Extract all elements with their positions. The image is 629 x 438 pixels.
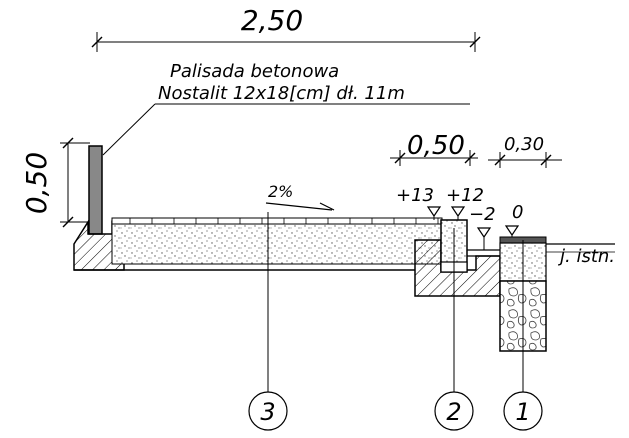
- palisade-post: [88, 145, 103, 235]
- marker-3-label: 3: [260, 398, 275, 426]
- level-triangle-4: [504, 225, 520, 237]
- marker-3: 3: [248, 391, 288, 431]
- palisade-annotation: Palisada betonowa Nostalit 12x18[cm] dł.…: [102, 61, 470, 156]
- dimension-edge-width: 0,30: [488, 134, 562, 168]
- marker-1-label: 1: [515, 398, 530, 426]
- paving-layer: [111, 217, 443, 225]
- level-triangle-3: [476, 227, 492, 239]
- base-layer: [111, 223, 443, 265]
- level-triangle-2: [450, 206, 466, 218]
- dimension-total-width-label: 2,50: [241, 4, 303, 37]
- marker-2-label: 2: [446, 398, 461, 426]
- level-triangle-1: [426, 206, 442, 218]
- dimension-curb-height: 0,50: [20, 137, 90, 228]
- dimension-curb-height-label: 0,50: [20, 152, 53, 214]
- pavement-structure: [74, 217, 443, 271]
- dimension-total-width: 2,50: [91, 4, 481, 52]
- paving-joints: [129, 218, 439, 224]
- level-label-zero: 0: [512, 202, 523, 223]
- level-markers: +13 +12 −2 0: [396, 185, 523, 250]
- dimension-gutter-width-label: 0,50: [407, 131, 465, 161]
- marker-2: 2: [434, 391, 474, 431]
- annotation-line-1: Palisada betonowa: [170, 61, 339, 82]
- annotation-line-2: Nostalit 12x18[cm] dł. 11m: [158, 83, 405, 104]
- marker-leaders: [267, 212, 524, 392]
- dimension-gutter-width: 0,50: [390, 131, 478, 166]
- existing-ground-label: j. istn.: [557, 246, 615, 267]
- slope-label: 2%: [268, 182, 293, 201]
- level-label-minus2: −2: [469, 204, 496, 225]
- dimension-edge-width-label: 0,30: [504, 134, 544, 155]
- marker-1: 1: [503, 391, 543, 431]
- slope-indicator: 2%: [265, 182, 335, 211]
- level-label-plus12: +12: [446, 185, 484, 206]
- level-label-plus13: +13: [396, 185, 434, 206]
